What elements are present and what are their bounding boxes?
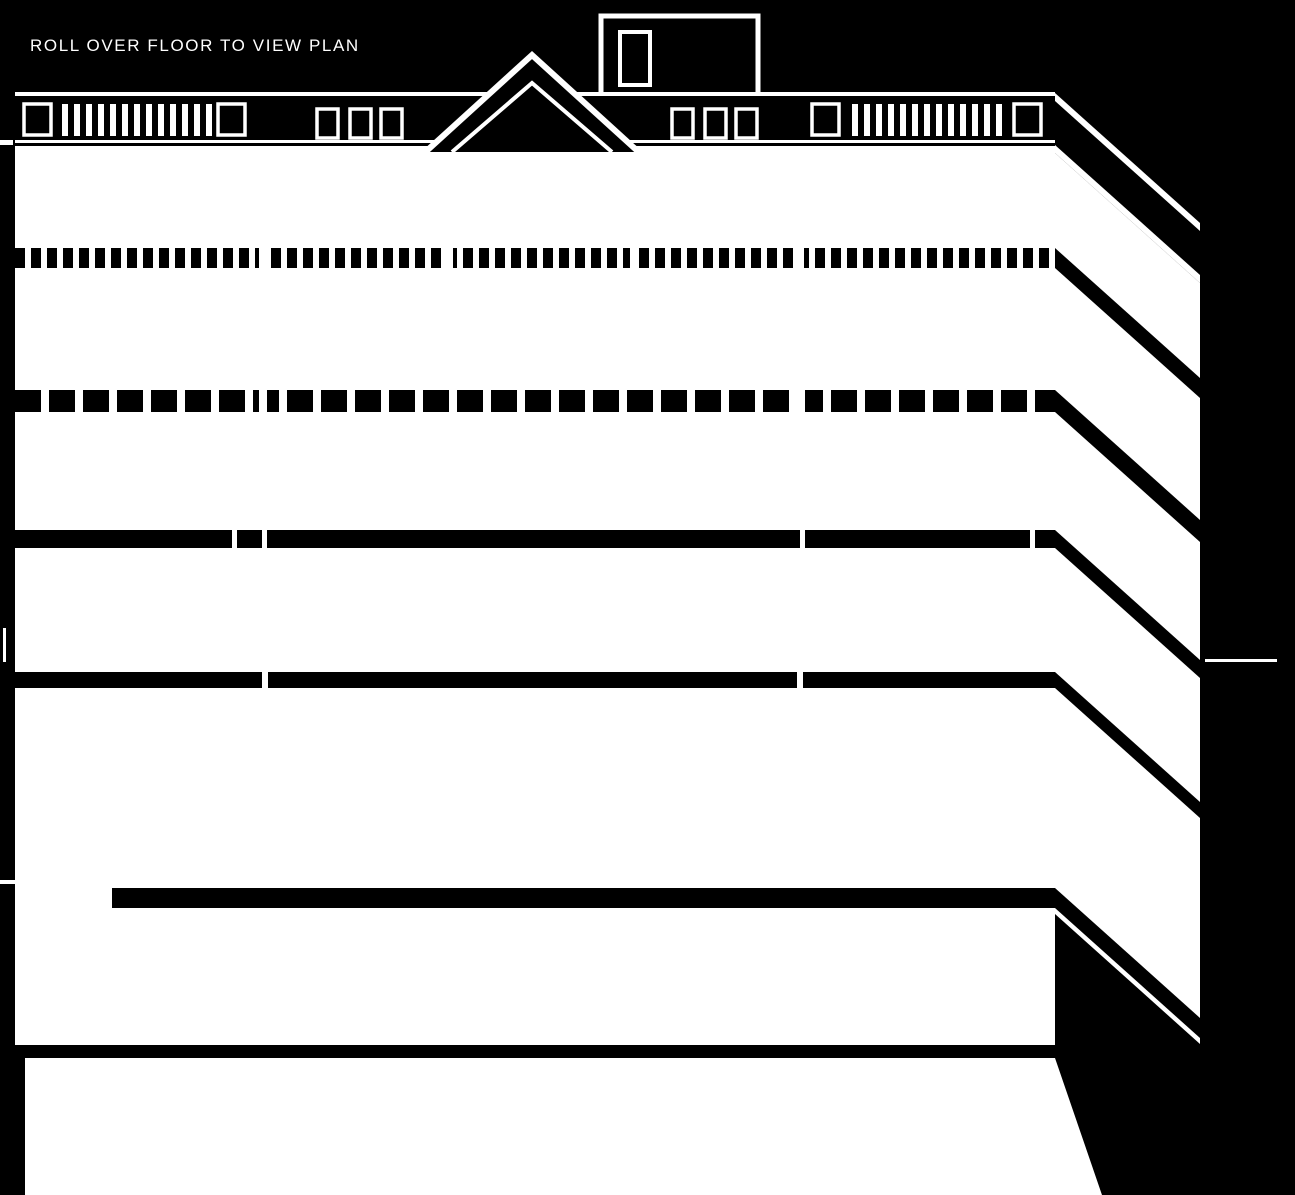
strip-break <box>232 530 237 548</box>
front-facade <box>15 152 1102 1195</box>
strip-break <box>259 248 266 268</box>
window-strip-row-5 <box>112 888 1055 908</box>
gable-outer-line <box>418 50 646 159</box>
ground-floor-band <box>25 1058 1102 1195</box>
strip-break <box>797 248 804 268</box>
side-floor-3 <box>1055 548 1200 802</box>
floor-hotspot-6[interactable] <box>15 268 1200 412</box>
side-floor-2 <box>1055 688 1200 1018</box>
floor-hotspot-5[interactable] <box>15 412 1200 548</box>
window-strip <box>15 390 1055 412</box>
floor-hotspot-1[interactable] <box>15 1058 1200 1195</box>
left-tick-lower <box>0 880 112 884</box>
rooftop-structure <box>598 13 761 103</box>
side-floor-6 <box>1055 153 1200 378</box>
side-lower-edge-line <box>1055 908 1200 1044</box>
roof-edge-line <box>1055 93 1200 231</box>
left-tick-middle <box>3 628 6 662</box>
gable-inner-line <box>450 80 614 154</box>
strip-break <box>446 248 453 268</box>
window-strip <box>15 672 1055 688</box>
floor-hotspot-2[interactable] <box>15 908 1200 1058</box>
left-tick-top <box>0 140 13 145</box>
window-strip-row-2 <box>15 390 1055 412</box>
floor-hotspots <box>15 95 1200 1195</box>
window-strip-row-3 <box>15 530 1055 548</box>
strip-break <box>1030 530 1035 548</box>
gable <box>418 50 646 159</box>
window-strip <box>15 248 1055 268</box>
window-strip-row-4 <box>15 672 1055 688</box>
window-strip-row-1 <box>15 248 1055 268</box>
floor-hotspot-4[interactable] <box>15 548 1200 688</box>
floor-hotspot-3[interactable] <box>15 688 1200 908</box>
annotations <box>0 140 1277 884</box>
strip-break <box>630 248 637 268</box>
strip-break <box>797 672 803 688</box>
penthouse-window <box>618 30 652 87</box>
window-strip <box>15 530 1055 548</box>
cornice-edge-line <box>1055 145 1200 283</box>
instruction-text: ROLL OVER FLOOR TO VIEW PLAN <box>30 36 360 55</box>
side-floor-4 <box>1055 412 1200 660</box>
strip-break <box>262 530 267 548</box>
strip-break <box>259 390 267 412</box>
floor-hotspot-7[interactable] <box>15 95 1200 268</box>
strip-break <box>797 390 805 412</box>
side-floor-5 <box>1055 268 1200 520</box>
side-face <box>1055 93 1200 1044</box>
strip-break <box>800 530 805 548</box>
strip-break <box>262 672 268 688</box>
leader-line <box>1205 659 1277 662</box>
